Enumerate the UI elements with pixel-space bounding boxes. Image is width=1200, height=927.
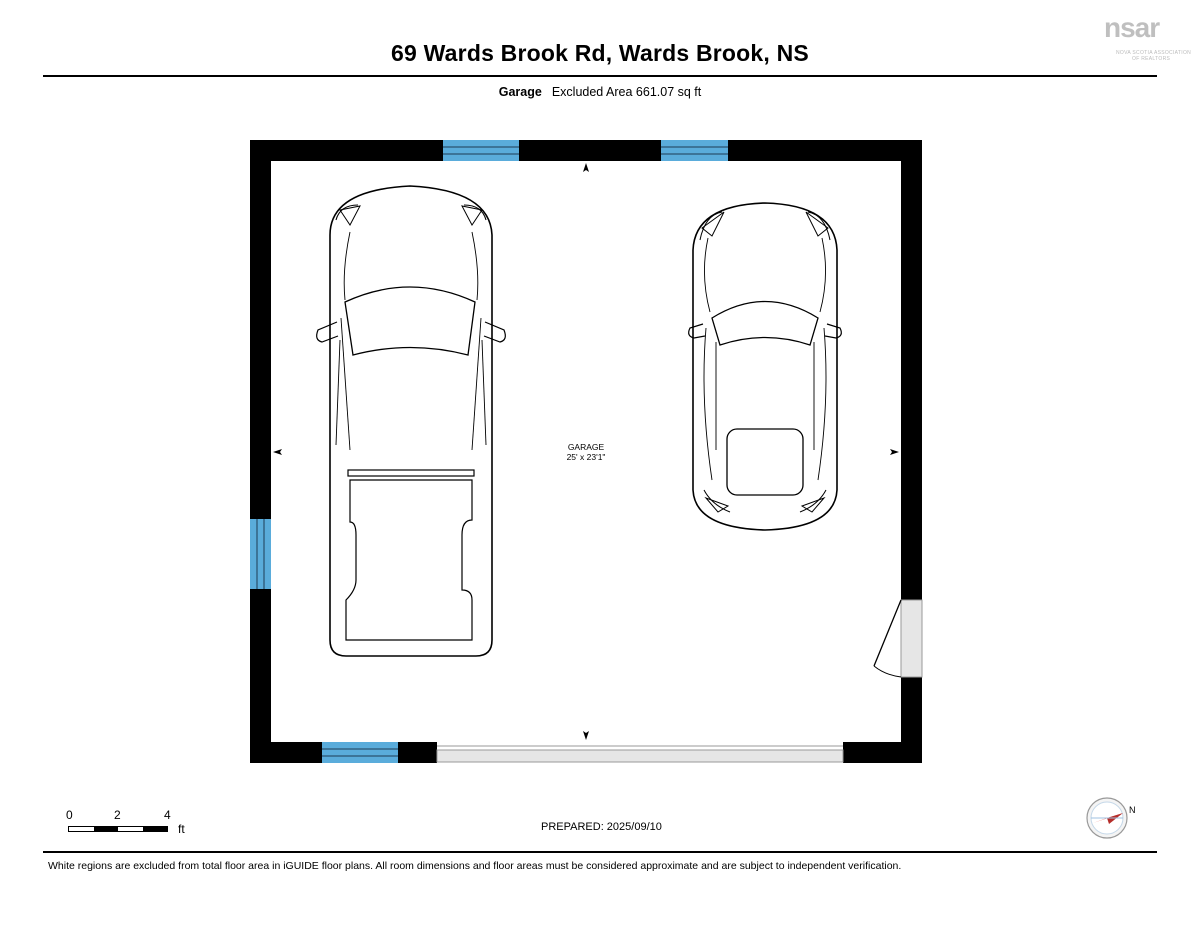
logo-mark: nsar	[1104, 12, 1160, 43]
prepared-date: PREPARED: 2025/09/10	[541, 821, 662, 833]
window-bottom	[322, 742, 398, 763]
room-dimensions: 25' x 23'1"	[566, 452, 606, 462]
header-divider	[43, 75, 1157, 77]
scale-tick-2: 2	[114, 808, 121, 822]
dimension-arrows	[273, 163, 899, 740]
pickup-truck-icon	[316, 185, 506, 657]
compass-north-label: N	[1129, 805, 1136, 815]
window-top-left	[443, 140, 519, 161]
level-summary: Garage Excluded Area 661.07 sq ft	[0, 85, 1200, 99]
scale-bar: 0 2 4 ft	[66, 808, 196, 840]
scale-tick-0: 0	[66, 808, 73, 822]
logo-line-1: NOVA SCOTIA ASSOCIATION	[1116, 50, 1192, 56]
scale-tick-4: 4	[164, 808, 171, 822]
side-door	[873, 599, 923, 678]
garage-door	[436, 742, 844, 763]
footer-disclaimer: White regions are excluded from total fl…	[48, 860, 902, 872]
scale-bar-segments	[68, 826, 168, 832]
logo-line-2: OF REALTORS	[1132, 56, 1171, 62]
footer-divider	[43, 851, 1157, 853]
page-title: 69 Wards Brook Rd, Wards Brook, NS	[391, 40, 809, 66]
room-name: GARAGE	[567, 442, 605, 452]
car-icon	[688, 202, 842, 531]
scale-unit: ft	[178, 822, 185, 836]
nsar-logo: nsar NOVA SCOTIA ASSOCIATION OF REALTORS	[1104, 12, 1192, 62]
window-top-right	[661, 140, 728, 161]
excluded-area: Excluded Area 661.07 sq ft	[551, 85, 702, 99]
window-left	[250, 519, 271, 589]
room-label: GARAGE 25' x 23'1"	[536, 442, 636, 462]
north-compass-icon: N	[1086, 797, 1136, 839]
level-label: Garage	[498, 85, 542, 99]
